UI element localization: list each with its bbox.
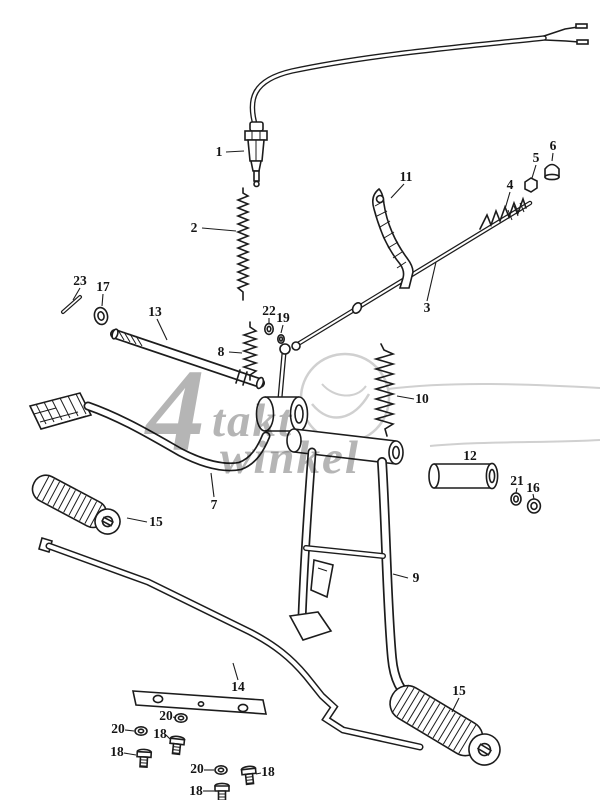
part-label-6: 6 xyxy=(549,138,557,153)
part-label-4: 4 xyxy=(506,177,514,192)
footrest-rubber-left-part15 xyxy=(31,474,121,535)
part-label-9: 9 xyxy=(412,570,420,585)
part-label-22: 22 xyxy=(262,303,276,318)
washer-part20-b xyxy=(134,726,148,736)
spring-part2 xyxy=(235,187,251,301)
spring-part8 xyxy=(241,321,259,381)
part-label-20: 20 xyxy=(190,761,204,776)
nut-part16 xyxy=(526,498,542,514)
brake-pedal-part7 xyxy=(28,343,309,472)
part-label-14: 14 xyxy=(231,679,245,694)
washer-part19 xyxy=(276,333,285,344)
part-label-15: 15 xyxy=(452,683,466,698)
part-label-12: 12 xyxy=(463,448,477,463)
part-label-3: 3 xyxy=(423,300,431,315)
part-label-8: 8 xyxy=(217,344,225,359)
rod-spring-part4 xyxy=(479,196,527,230)
part-label-10: 10 xyxy=(415,391,429,406)
leader-lines xyxy=(72,150,554,792)
part-label-20: 20 xyxy=(159,708,173,723)
part-label-18: 18 xyxy=(153,726,167,741)
part-label-13: 13 xyxy=(148,304,162,319)
part-label-1: 1 xyxy=(215,144,223,159)
bolt-part18-d xyxy=(240,765,257,786)
bolt-part18-b xyxy=(136,748,153,769)
part-label-18: 18 xyxy=(189,783,203,798)
part-label-2: 2 xyxy=(190,220,198,235)
part-label-11: 11 xyxy=(399,169,413,184)
bolt-part18-c xyxy=(214,782,230,800)
capnut-part6 xyxy=(544,163,560,181)
part-label-21: 21 xyxy=(510,473,524,488)
part-label-18: 18 xyxy=(110,744,124,759)
part-label-20: 20 xyxy=(111,721,125,736)
part-label-7: 7 xyxy=(210,497,218,512)
footrest-rubber-right-part15 xyxy=(389,684,501,766)
pedal-shaft-part13 xyxy=(110,328,265,390)
part-label-15: 15 xyxy=(149,514,163,529)
part-label-16: 16 xyxy=(526,480,540,495)
pipe-part12 xyxy=(428,462,499,490)
cotter-pin-part23 xyxy=(61,295,82,314)
brake-stop-arm-part11 xyxy=(372,187,414,289)
part-label-5: 5 xyxy=(532,150,540,165)
washer-part17 xyxy=(93,306,109,326)
cable-adjuster-part1 xyxy=(244,121,268,188)
nut-part5 xyxy=(524,177,538,193)
throttle-cable xyxy=(249,23,589,131)
part-label-17: 17 xyxy=(96,279,110,294)
stand-spring-part10 xyxy=(373,343,396,437)
part-label-18: 18 xyxy=(261,764,275,779)
bolt-part18-a xyxy=(169,735,186,756)
footrest-bar-part14 xyxy=(38,536,424,751)
washer-part20-c xyxy=(214,765,228,775)
part-label-19: 19 xyxy=(276,310,290,325)
part-label-23: 23 xyxy=(73,273,87,288)
washer-part22 xyxy=(263,322,274,336)
